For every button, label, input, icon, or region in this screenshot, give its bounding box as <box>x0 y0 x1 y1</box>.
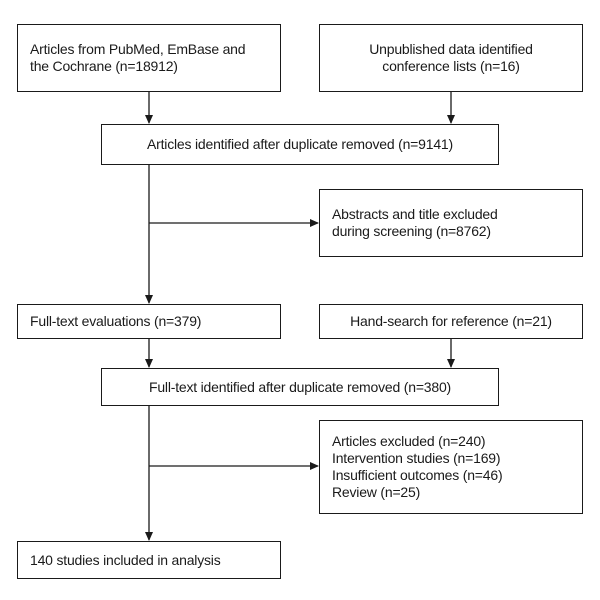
box-abstracts-excluded: Abstracts and title excluded during scre… <box>319 189 583 257</box>
box-line: conference lists (n=16) <box>382 58 520 74</box>
box-line: Articles identified after duplicate remo… <box>147 136 453 152</box>
box-line: Full-text evaluations (n=379) <box>30 313 202 329</box>
box-line: Articles excluded (n=240) <box>332 433 486 449</box>
box-line: 140 studies included in analysis <box>30 551 221 568</box>
box-line: Articles from PubMed, EmBase and <box>30 41 246 57</box>
box-fulltext-duplicates-removed: Full-text identified after duplicate rem… <box>101 368 499 406</box>
box-line: Review (n=25) <box>332 484 421 500</box>
box-line: Abstracts and title excluded <box>332 206 498 222</box>
box-line: Intervention studies (n=169) <box>332 450 501 466</box>
box-hand-search: Hand-search for reference (n=21) <box>319 304 583 339</box>
box-unpublished-data: Unpublished data identified conference l… <box>319 24 583 92</box>
box-articles-excluded: Articles excluded (n=240) Intervention s… <box>319 420 583 514</box>
box-line: the Cochrane (n=18912) <box>30 58 178 74</box>
box-duplicates-removed: Articles identified after duplicate remo… <box>101 124 499 165</box>
box-line: Insufficient outcomes (n=46) <box>332 467 503 483</box>
box-line: during screening (n=8762) <box>332 223 491 239</box>
box-line: Full-text identified after duplicate rem… <box>148 378 452 395</box>
box-line: Unpublished data identified <box>369 41 533 57</box>
box-line: Hand-search for reference (n=21) <box>350 313 552 329</box>
box-database-articles: Articles from PubMed, EmBase and the Coc… <box>17 24 281 92</box>
box-fulltext-evaluations: Full-text evaluations (n=379) <box>17 304 281 339</box>
box-studies-included: 140 studies included in analysis <box>17 541 281 579</box>
